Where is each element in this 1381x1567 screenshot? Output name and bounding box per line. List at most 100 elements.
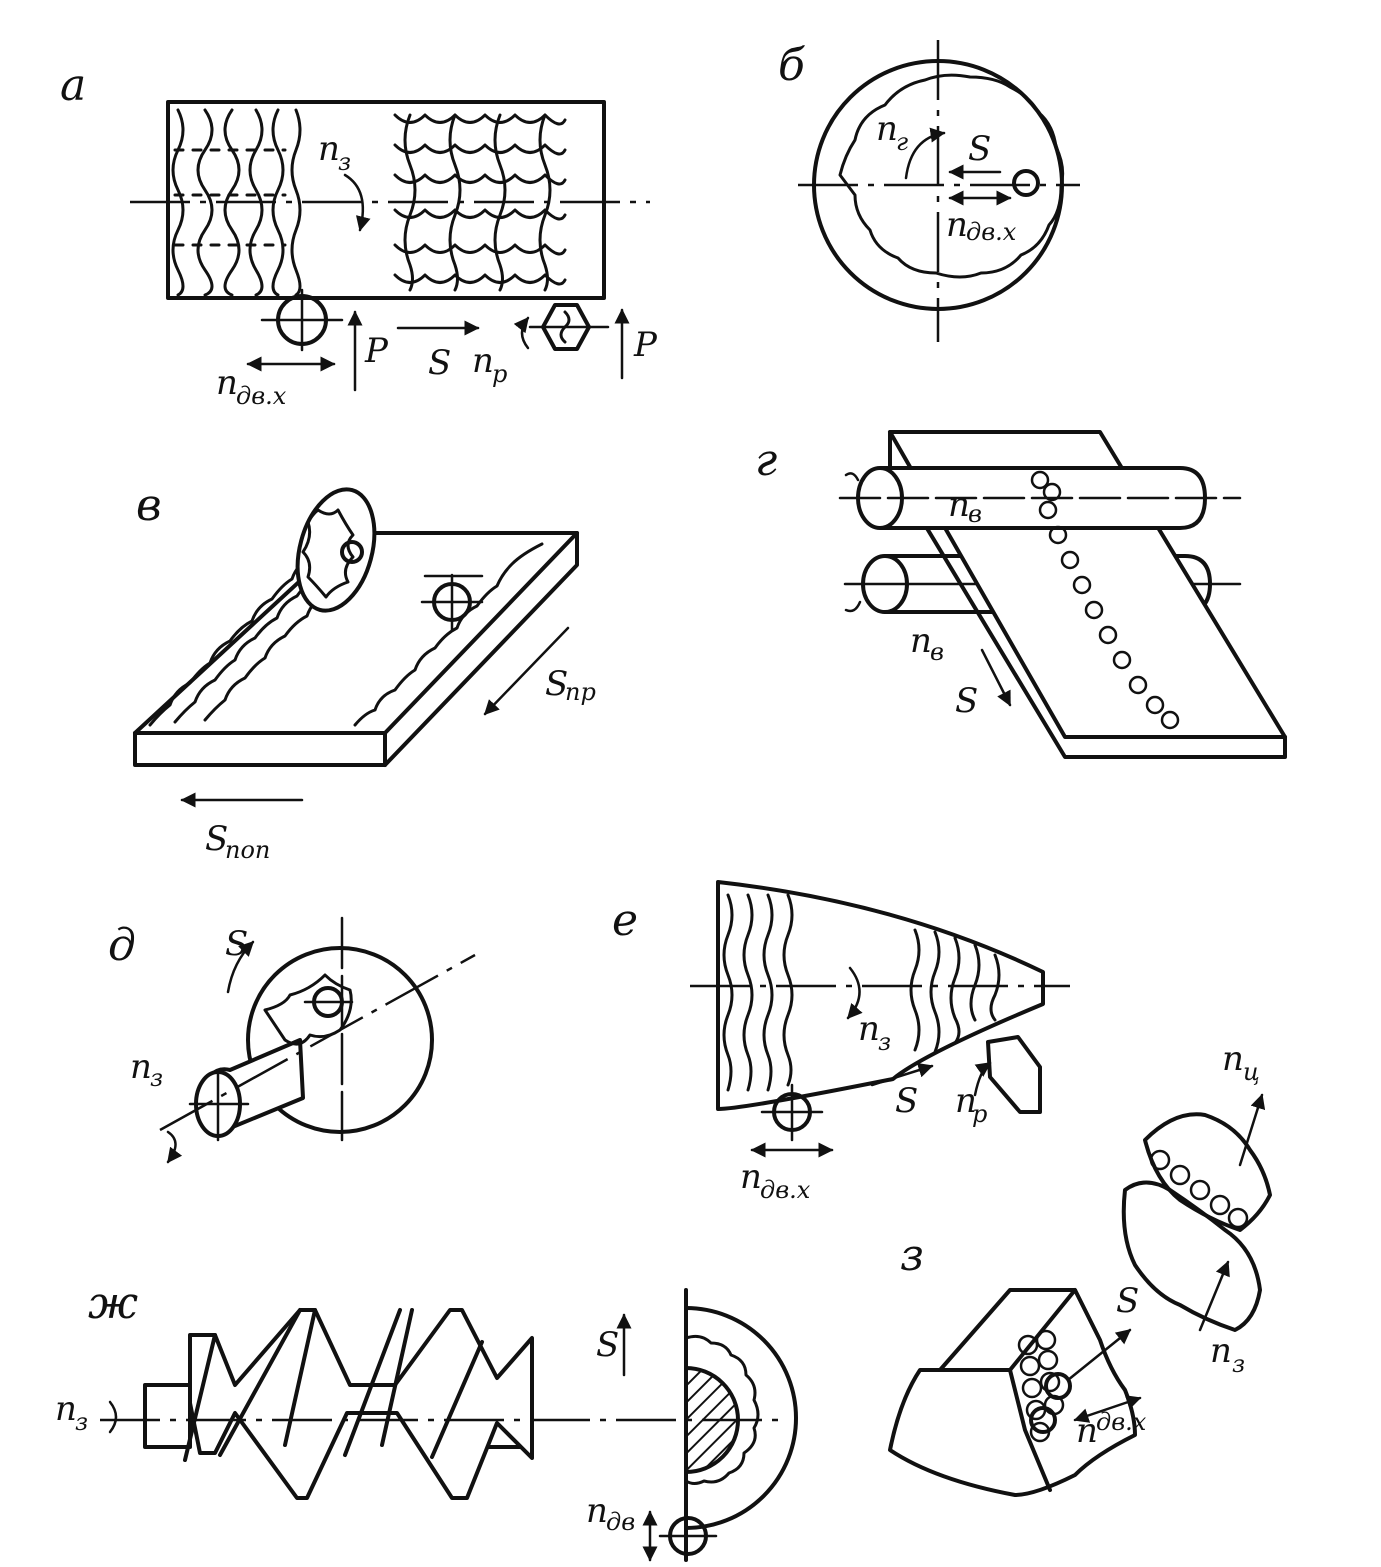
feed-s-label: S [225, 924, 248, 964]
panel-a-label: а [60, 60, 86, 111]
s-pr-symbol: S [545, 664, 568, 704]
panel-v: в S пр S поп [133, 480, 596, 864]
tool-rotation-arrow-icon [973, 1061, 992, 1097]
n-r-symbol: n [472, 341, 494, 381]
upper-part-outline [1143, 1112, 1272, 1232]
wavy-track-4 [353, 542, 544, 727]
disc-tool-ellipse [295, 487, 377, 613]
panel-z-label: з [900, 1230, 924, 1281]
disc-tool-hub [340, 540, 364, 564]
lower-part-outline [1121, 1180, 1262, 1332]
wavy-track-1 [148, 555, 314, 727]
panel-e-label: е [612, 895, 638, 946]
panel-z: з n ц n з S n дв.х [888, 1039, 1272, 1497]
face-disc-circle [246, 946, 434, 1134]
wavy-texture-right [909, 928, 1001, 1054]
n-osc-subscript: дв.х [966, 218, 1017, 246]
panel-v-label: в [136, 480, 162, 531]
axis-diagonal [159, 953, 476, 1132]
hatched-section [684, 1365, 740, 1475]
strip-edge [888, 430, 1287, 759]
roller-tool-circle-2 [1029, 1406, 1057, 1434]
n-top-symbol: n [948, 485, 970, 525]
s-pr-subscript: пр [565, 678, 596, 706]
block-face-edge [1008, 1368, 1052, 1492]
n-osc-symbol: n [740, 1157, 762, 1197]
lower-rotation-arrow-icon [1198, 1260, 1230, 1332]
panel-g-label: г [755, 435, 777, 486]
half-disc-outline [684, 1306, 798, 1530]
n-subscript: з [878, 1028, 891, 1056]
n-z-subscript: з [1232, 1350, 1245, 1378]
wavy-surface-profile [838, 73, 1065, 279]
n-p-symbol: n [955, 1081, 977, 1121]
n-subscript: з [150, 1064, 163, 1092]
panel-d: д S n з [108, 916, 476, 1164]
n-r-subscript: р [492, 360, 507, 388]
diamond-tool-shape [986, 1035, 1042, 1114]
n-subscript: г [896, 128, 908, 156]
rolled-bead-chain [1030, 470, 1180, 730]
rough-texture-left [171, 108, 302, 297]
wavy-face-profile [263, 973, 353, 1046]
panel-e: е n з n дв.х S n р [612, 880, 1070, 1204]
feed-s-label: S [895, 1081, 918, 1121]
feed-arrow-icon [1066, 1328, 1132, 1382]
n-osc-symbol: n [1076, 1411, 1098, 1451]
disc-tool-wave [301, 508, 355, 599]
roller-tool-circle [1012, 169, 1040, 197]
feed-arrow-icon [980, 648, 1012, 707]
n-symbol: n [55, 1389, 77, 1429]
n-bot-symbol: n [910, 621, 932, 661]
roller-tool-circle [1044, 1372, 1072, 1400]
n-osc-subscript: дв.х [236, 382, 287, 410]
workpiece-cylinder [166, 100, 606, 300]
conical-workpiece [716, 880, 1045, 1111]
rotation-arrow-icon [846, 966, 863, 1020]
n-c-subscript: ц [1243, 1058, 1260, 1086]
longitudinal-feed-arrow-icon [483, 626, 570, 716]
threaded-screw-body [188, 1308, 534, 1500]
tool-rotation-arrow-icon [513, 316, 530, 350]
n-wheel-subscript: з [338, 148, 351, 176]
ball-row [1149, 1149, 1249, 1229]
half-disc-wave [684, 1334, 760, 1485]
oscillation-arrow-icon [1073, 1395, 1142, 1423]
rotation-arrow-icon [166, 1130, 183, 1164]
panel-g: г n в n в S [755, 430, 1287, 759]
n-c-symbol: n [1222, 1039, 1244, 1079]
panel-b-label: б [778, 40, 805, 91]
rough-texture-right [393, 113, 567, 292]
n-symbol: n [130, 1047, 152, 1087]
feed-s-label: S [596, 1325, 619, 1365]
feed-s-label: S [428, 343, 451, 383]
panel-zh: ж n з S n дв [55, 1278, 798, 1562]
n-p-subscript: р [972, 1100, 987, 1128]
rotation-arrow-icon [343, 173, 371, 232]
n-top-subscript: в [968, 500, 982, 528]
n-symbol: n [858, 1009, 880, 1049]
feed-s-label: S [1116, 1281, 1139, 1321]
n-osc-subscript: дв.х [1096, 1408, 1147, 1436]
n-wheel-symbol: n [318, 129, 340, 169]
panel-a: а n з [60, 60, 658, 410]
feed-s-label: S [955, 681, 978, 721]
feed-s-label: S [968, 129, 991, 169]
n-osc-symbol: n [586, 1491, 608, 1531]
n-bot-subscript: в [930, 638, 944, 666]
s-pop-symbol: S [205, 819, 228, 859]
plate-front-face [133, 731, 387, 767]
s-pop-subscript: поп [225, 836, 270, 864]
n-osc-subscript: дв [606, 1508, 635, 1536]
panel-zh-label: ж [88, 1278, 138, 1329]
n-osc-subscript: дв.х [760, 1176, 811, 1204]
rotation-arrow-icon [108, 1400, 118, 1434]
force-p2-label: P [633, 325, 658, 365]
feed-arrow-icon [870, 1062, 934, 1087]
panel-d-label: д [108, 920, 136, 971]
upper-rotation-arrow-icon [844, 472, 860, 482]
lower-rotation-arrow-icon [844, 600, 862, 613]
n-osc-symbol: n [946, 205, 968, 245]
n-subscript: з [75, 1408, 88, 1436]
